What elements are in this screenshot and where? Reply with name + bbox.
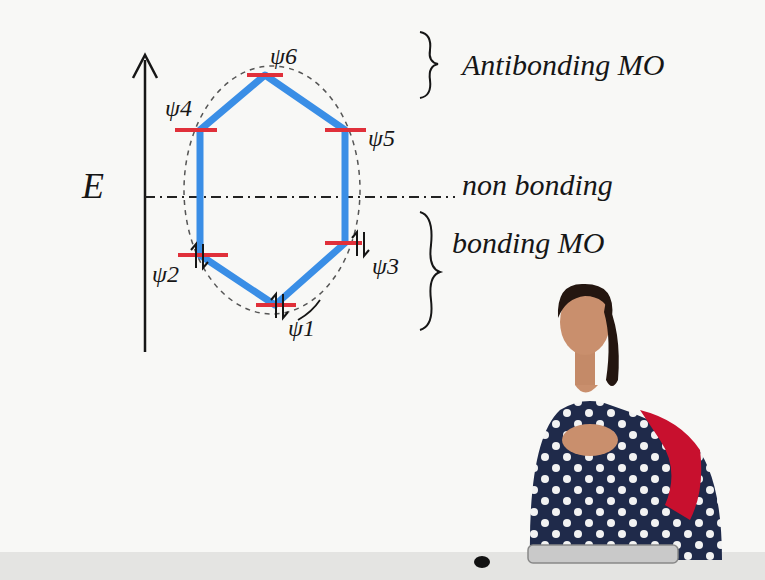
dashed-circle [184, 66, 360, 314]
presenter-figure [474, 284, 722, 568]
region-label: Antibonding MO [462, 50, 665, 80]
orbital-label: ψ1 [288, 316, 315, 340]
frost-hexagon [200, 75, 345, 305]
region-label: bonding MO [452, 228, 605, 258]
nonbonding-line [145, 196, 455, 198]
electron-pairs [191, 232, 369, 318]
orbital-label: ψ4 [165, 96, 192, 120]
axis-label: E [82, 168, 104, 204]
energy-levels [175, 75, 366, 305]
orbital-label: ψ3 [372, 254, 399, 278]
bonding-brace [420, 212, 440, 330]
region-label: non bonding [462, 170, 613, 200]
orbital-label: ψ2 [152, 262, 179, 286]
orbital-label: ψ6 [270, 44, 297, 68]
antibonding-brace [420, 32, 438, 98]
energy-axis [144, 60, 147, 352]
orbital-label: ψ5 [368, 126, 395, 150]
axis-arrowhead [133, 55, 157, 78]
